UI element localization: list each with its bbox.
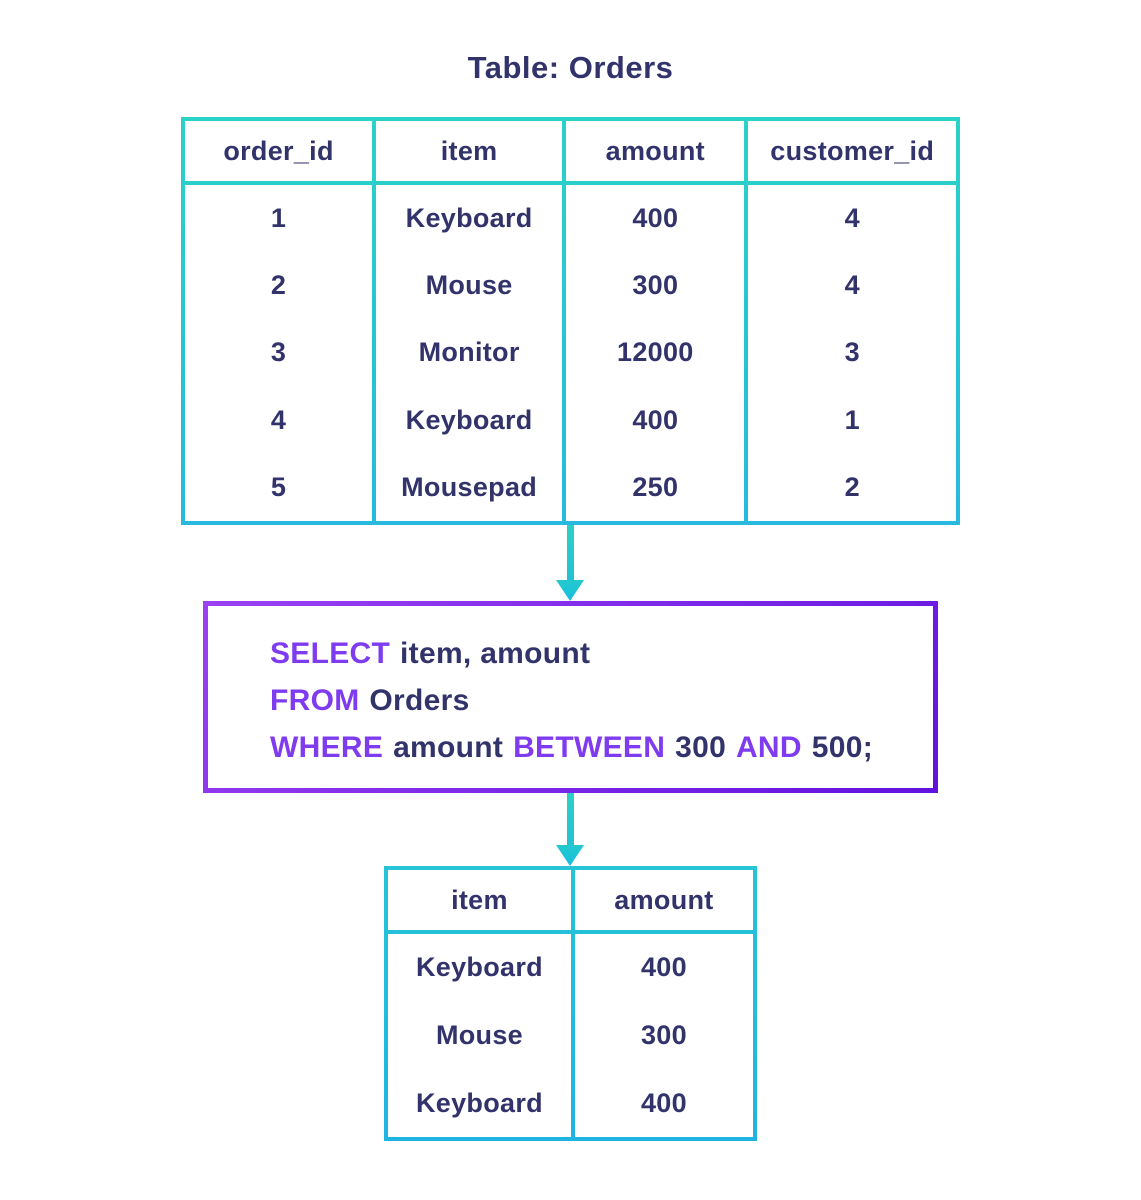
result-table: item amount Keyboard Mouse Keyboard 400 … [384,866,757,1141]
orders-header-amount: amount [566,121,745,181]
table-cell: Monitor [418,337,520,368]
table-cell: 1 [844,404,860,435]
sql-keyword: AND [735,731,802,764]
sql-text: item, amount [400,637,591,670]
sql-line-from: FROM Orders [270,677,923,724]
arrow-head [556,580,584,601]
table-cell: Keyboard [405,203,533,234]
result-column-item: Keyboard Mouse Keyboard [388,934,571,1137]
table-cell: 3 [844,337,860,368]
arrow-stem [566,793,574,845]
arrow-stem [566,525,574,580]
table-cell: 12000 [617,337,694,368]
table-cell: Mousepad [401,471,538,502]
table-cell: 3 [270,337,287,368]
orders-column-amount: 400 300 12000 400 250 [566,185,745,521]
table-cell: 400 [640,1087,687,1118]
diagram-title: Table: Orders [467,50,674,85]
table-cell: 300 [640,1019,687,1050]
sql-text: 500; [811,731,873,764]
table-cell: 400 [640,952,687,983]
table-cell: Keyboard [405,404,533,435]
orders-table: order_id item amount customer_id 1 2 3 4… [181,117,960,525]
orders-column-customer-id: 4 4 3 1 2 [748,185,956,521]
orders-header-customer-id: customer_id [748,121,956,181]
sql-keyword: SELECT [270,637,391,670]
table-cell: Mouse [435,1019,523,1050]
sql-keyword: WHERE [270,731,384,764]
orders-column-item: Keyboard Mouse Monitor Keyboard Mousepad [376,185,563,521]
table-cell: Keyboard [415,1087,543,1118]
table-cell: 300 [632,270,679,301]
table-cell: 4 [844,203,860,234]
result-header-amount: amount [574,870,753,930]
table-cell: 2 [270,270,287,301]
orders-column-order-id: 1 2 3 4 5 [185,185,373,521]
table-cell: 400 [632,404,679,435]
sql-query-box: SELECT item, amount FROM Orders WHERE amoun… [203,601,938,793]
sql-keyword: BETWEEN [513,731,666,764]
sql-text: 300 [675,731,727,764]
table-cell: 400 [632,203,679,234]
table-cell: 1 [270,203,287,234]
table-cell: 4 [270,404,287,435]
orders-header-item: item [376,121,563,181]
arrow-head [556,845,584,866]
table-cell: Keyboard [415,952,543,983]
sql-text: amount [393,731,504,764]
table-cell: 2 [844,471,860,502]
sql-line-select: SELECT item, amount [270,630,923,677]
orders-header-order-id: order_id [185,121,373,181]
arrow-down-icon [556,793,584,866]
result-header-item: item [388,870,571,930]
table-cell: 250 [632,471,679,502]
table-cell: 5 [270,471,287,502]
sql-text: Orders [369,684,470,717]
result-column-amount: 400 300 400 [574,934,753,1137]
table-cell: Mouse [425,270,513,301]
table-cell: 4 [844,270,860,301]
sql-keyword: FROM [270,684,360,717]
arrow-down-icon [556,525,584,601]
